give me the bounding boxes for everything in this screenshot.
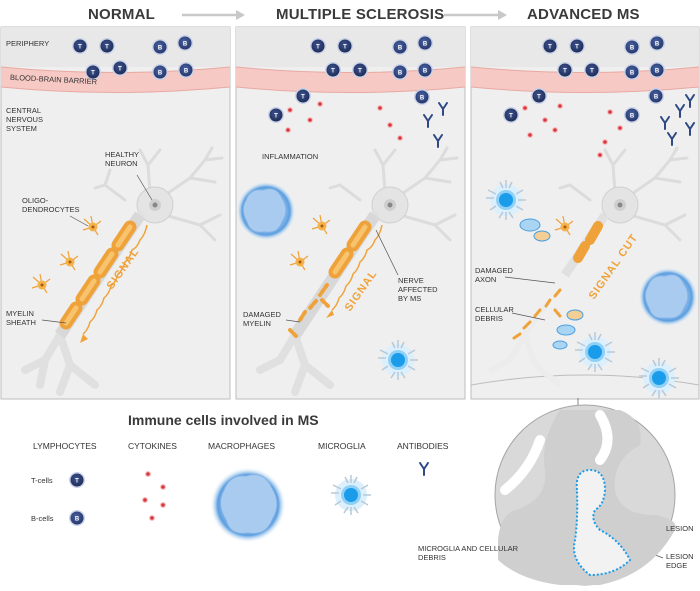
t-cell (352, 62, 368, 78)
legend-microglia: MICROGLIA (318, 441, 366, 451)
legend-cytokine-icon (160, 502, 166, 508)
b-cell (624, 64, 640, 80)
cytokine (317, 101, 323, 107)
header-arrow-1 (182, 10, 245, 20)
b-cell (649, 62, 665, 78)
lesion-inset (494, 404, 676, 586)
periphery-label: PERIPHERY (6, 39, 50, 48)
t-cell (337, 38, 353, 54)
panel-normal (0, 26, 231, 400)
legend-t-cell-icon (69, 472, 85, 488)
header-normal: NORMAL (88, 6, 156, 23)
b-cell (414, 89, 430, 105)
cellular-debris-cluster (519, 218, 584, 350)
cytokine (522, 105, 528, 111)
healthy-neuron-label: HEALTHY NEURON (105, 150, 139, 168)
cytokine (602, 139, 608, 145)
b-cell (624, 39, 640, 55)
b-cell (649, 35, 665, 51)
b-cell (392, 39, 408, 55)
b-cell (177, 35, 193, 51)
t-cell (99, 38, 115, 54)
b-cell (648, 88, 664, 104)
t-cell (325, 62, 341, 78)
damaged-neuron (487, 146, 689, 388)
cytokine (285, 127, 291, 133)
legend-antibody-icon (419, 462, 429, 476)
cytokine (287, 107, 293, 113)
macrophage (638, 267, 698, 327)
t-cell (310, 38, 326, 54)
t-cell (569, 38, 585, 54)
legend-cytokine-icon (145, 471, 151, 477)
header-advanced: ADVANCED MS (527, 6, 640, 23)
legend-b-cells: B-cells (31, 514, 54, 523)
t-cell (112, 60, 128, 76)
macrophage (236, 181, 296, 241)
b-cell (624, 107, 640, 123)
cytokine (607, 109, 613, 115)
legend-antibodies: ANTIBODIES (397, 441, 449, 451)
header-ms: MULTIPLE SCLEROSIS (276, 6, 445, 23)
cytokine (552, 127, 558, 133)
cytokine (542, 117, 548, 123)
t-cell (531, 88, 547, 104)
t-cell (542, 38, 558, 54)
legend-microglia-icon (330, 474, 372, 516)
t-cell (503, 107, 519, 123)
legend-t-cells: T-cells (31, 476, 53, 485)
blood-brain-barrier (1, 67, 230, 93)
cytokine (597, 152, 603, 158)
myelin-sheath-label: MYELIN SHEATH (6, 309, 36, 327)
header-arrow-2 (444, 10, 507, 20)
b-cell (392, 64, 408, 80)
inflammation-label: INFLAMMATION (262, 152, 319, 161)
t-cell (584, 62, 600, 78)
cytokine (557, 103, 563, 109)
cytokine (377, 105, 383, 111)
cytokine (527, 132, 533, 138)
damaged-axon-label: DAMAGED AXON (475, 266, 513, 284)
legend-macrophage-icon (210, 467, 286, 543)
cytokine (617, 125, 623, 131)
ms-nerve (256, 146, 459, 396)
legend-b-cell-icon (69, 510, 85, 526)
nerve-affected-label: NERVE AFFECTED BY MS (398, 276, 438, 303)
cytokine (397, 135, 403, 141)
t-cell (557, 62, 573, 78)
t-cell (72, 38, 88, 54)
legend-cytokine-icon (160, 484, 166, 490)
cellular-debris-label: CELLULAR DEBRIS (475, 305, 514, 323)
t-cell (295, 88, 311, 104)
legend-title: Immune cells involved in MS (128, 412, 319, 428)
cytokine (307, 117, 313, 123)
b-cell (178, 62, 194, 78)
b-cell (417, 35, 433, 51)
legend-macrophages: MACROPHAGES (208, 441, 276, 451)
b-cell (152, 39, 168, 55)
cns-label: CENTRAL NERVOUS SYSTEM (6, 106, 43, 133)
oligodendrocytes-label: OLIGO-DENDROCYTES (22, 196, 80, 214)
microglia-debris-label: MICROGLIA AND CELLULAR DEBRIS (418, 544, 519, 562)
damaged-myelin-label: DAMAGED MYELIN (243, 310, 281, 328)
legend-cytokine-icon (149, 515, 155, 521)
legend-cytokine-icon (142, 497, 148, 503)
cytokine (387, 122, 393, 128)
b-cell (152, 64, 168, 80)
legend-cytokines: CYTOKINES (128, 441, 177, 451)
lesion-label: LESION (666, 524, 694, 533)
lesion-edge-label: LESION EDGE (666, 552, 694, 570)
b-cell (417, 62, 433, 78)
t-cell (268, 107, 284, 123)
healthy-neuron (21, 146, 224, 396)
legend-lymphocytes: LYMPHOCYTES (33, 441, 97, 451)
